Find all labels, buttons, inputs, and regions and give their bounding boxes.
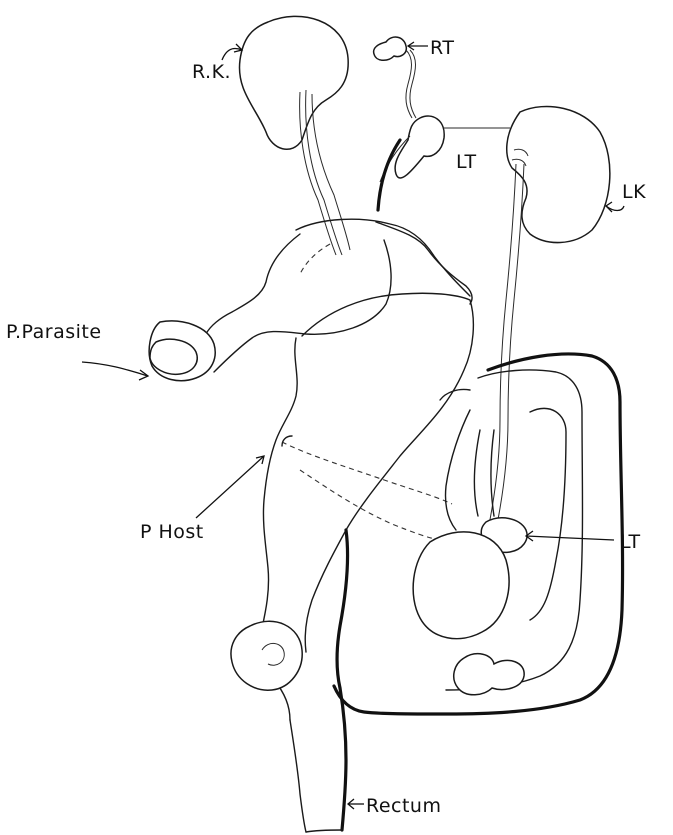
svg-text:R.K.: R.K. [192,61,231,83]
svg-text:LT: LT [620,531,641,553]
svg-text:Rectum: Rectum [366,795,441,817]
right-testis [374,37,416,118]
left-testis-upper [378,116,444,210]
svg-text:P.Parasite: P.Parasite [6,321,102,343]
left-testis-lower [413,430,527,639]
label-left-testis-lower: LT [526,531,641,553]
svg-text:LT: LT [456,151,477,173]
svg-text:LK: LK [622,181,646,203]
label-left-kidney: LK [606,181,646,212]
label-left-testis-upper: LT [456,151,477,173]
parasite-pelvis [149,321,215,381]
svg-text:RT: RT [430,37,454,59]
lower-cluster [454,654,524,695]
label-parasite: P.Parasite [6,321,148,380]
svg-text:P Host: P Host [140,521,204,543]
label-host: P Host [140,456,264,543]
label-right-kidney: R.K. [192,44,242,83]
lower-curl [231,621,302,690]
label-right-testis: RT [408,37,454,59]
right-kidney [239,16,350,255]
rectum [290,688,346,832]
label-rectum: Rectum [348,795,441,817]
